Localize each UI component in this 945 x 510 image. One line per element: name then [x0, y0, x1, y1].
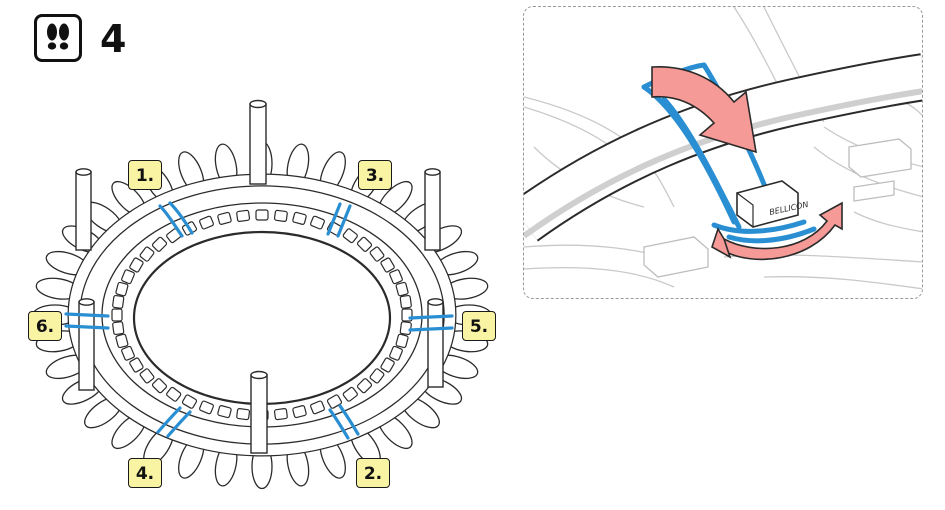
detail-inset: BELLICON: [523, 6, 923, 299]
callout-6: 6.: [28, 311, 62, 341]
callout-2: 2.: [356, 458, 390, 488]
callout-3: 3.: [358, 160, 392, 190]
callout-1: 1.: [128, 160, 162, 190]
step-number: 4: [100, 17, 127, 61]
callout-5: 5.: [462, 311, 496, 341]
trampoline-illustration: [32, 99, 492, 490]
footprints-icon: [34, 14, 82, 62]
callout-4: 4.: [128, 458, 162, 488]
